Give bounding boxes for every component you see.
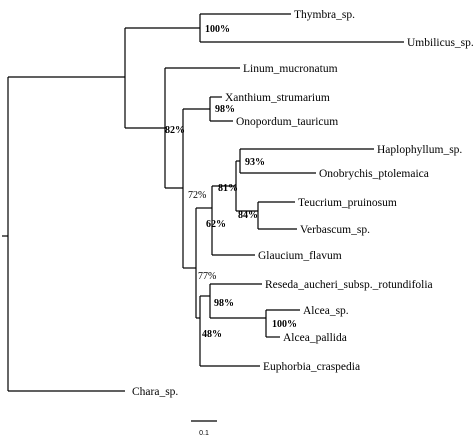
bootstrap-labels: 100% 98% 82% 93% 81% 84% 72% 62% 77% 98%… (165, 24, 297, 340)
bootstrap-thymbra-umbilicus: 100% (205, 24, 230, 35)
bootstrap-clade-48: 48% (202, 329, 222, 340)
scale-bar: 0.1 (191, 420, 217, 437)
bootstrap-clade-62: 62% (206, 219, 226, 230)
leaf-reseda: Reseda_aucheri_subsp._rotundifolia (265, 279, 433, 291)
bootstrap-teucrium-verbascum: 84% (238, 210, 258, 221)
leaf-umbilicus: Umbilicus_sp. (407, 37, 474, 49)
leaf-verbascum: Verbascum_sp. (300, 224, 370, 236)
leaf-alcea-pallida: Alcea_pallida (283, 332, 347, 344)
leaf-thymbra: Thymbra_sp. (294, 9, 355, 21)
leaf-euphorbia: Euphorbia_craspedia (263, 361, 360, 373)
leaf-xanthium: Xanthium_strumarium (225, 92, 330, 104)
bootstrap-xanthium-onopordum: 98% (215, 104, 235, 115)
leaf-haplophyllum: Haplophyllum_sp. (377, 144, 462, 156)
leaf-teucrium: Teucrium_pruinosum (298, 197, 397, 209)
leaf-labels: Thymbra_sp. Umbilicus_sp. Linum_mucronat… (132, 9, 474, 398)
leaf-linum: Linum_mucronatum (243, 63, 338, 75)
leaf-glaucium: Glaucium_flavum (258, 250, 342, 262)
bootstrap-haplo-verbascum: 81% (218, 183, 238, 194)
leaf-onopordum: Onopordum_tauricum (236, 116, 338, 128)
bootstrap-alcea-pair: 100% (272, 319, 297, 330)
bootstrap-clade-72: 72% (188, 190, 206, 201)
bootstrap-inner-main: 82% (165, 125, 185, 136)
tree-branches (2, 13, 404, 392)
bootstrap-haplo-onobrychis: 93% (245, 157, 265, 168)
leaf-onobrychis: Onobrychis_ptolemaica (319, 168, 429, 180)
scale-bar-label: 0.1 (199, 430, 209, 437)
bootstrap-reseda-alcea: 98% (214, 298, 234, 309)
leaf-alcea-sp: Alcea_sp. (303, 305, 349, 317)
bootstrap-clade-77: 77% (198, 271, 216, 282)
leaf-chara: Chara_sp. (132, 386, 178, 398)
